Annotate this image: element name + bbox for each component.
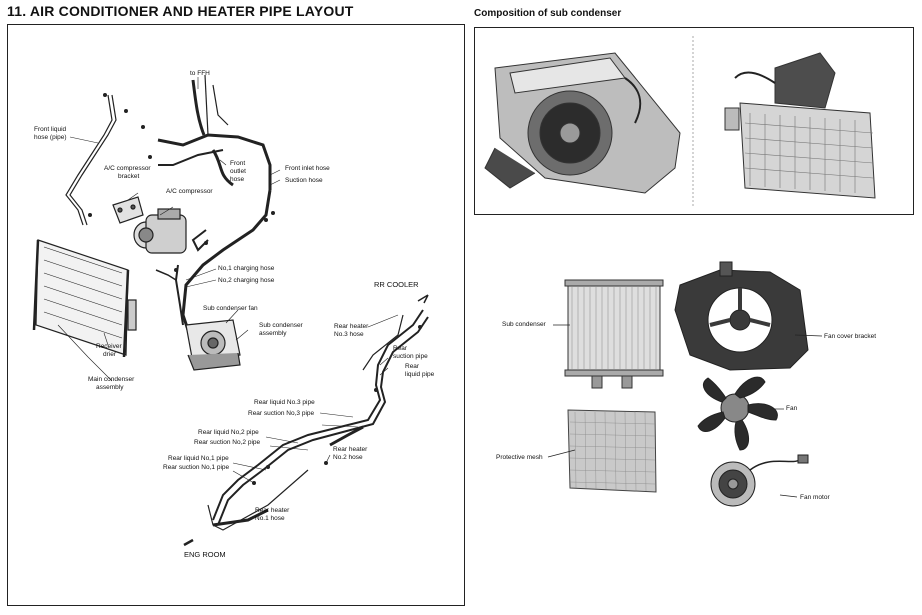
label-rear-suction-pipe-1: Rear [393,345,408,352]
sub-condenser-photos [484,36,876,208]
label-rear-heater-no2-hose-2: No.2 hose [333,454,363,461]
pipe-layout-drawing [32,74,429,547]
label-sub-condenser-assembly-1: Sub condenser [259,322,303,329]
label-rear-heater-no1-hose-1: Rear heater [255,507,290,514]
label-rear-suction-pipe-2: suction pipe [393,353,428,360]
label-rr-cooler: RR COOLER [374,280,419,289]
label-front-outlet-hose-3: hose [230,176,245,183]
ac-compressor-drawing [133,208,187,254]
label-rear-heater-no1-hose-2: No.1 hose [255,515,285,522]
label-receiver-drier-2: drier [103,351,117,358]
label-rear-suction-no1-pipe: Rear suction No,1 pipe [163,464,230,471]
label-no2-charging-hose: No,2 charging hose [218,277,275,284]
rr-cooler-arrow [417,294,429,304]
label-front-inlet-hose: Front inlet hose [285,165,330,172]
label-sub-condenser-fan: Sub condenser fan [203,305,258,312]
label-front-liquid-hose-2: hose (pipe) [34,134,67,141]
label-suction-hose: Suction hose [285,177,323,184]
label-rear-heater-no3-hose-2: No.3 hose [334,331,364,338]
front-outlet-hose-line [157,133,272,190]
sub-condenser-photo [564,279,664,389]
label-fan-motor: Fan motor [800,494,830,501]
label-front-outlet-hose-2: outlet [230,168,246,175]
label-rear-heater-no2-hose-1: Rear heater [333,446,368,453]
sub-condenser-assembly-drawing [185,319,241,371]
label-ac-compressor-bracket-2: bracket [118,173,140,180]
label-ac-compressor-bracket-1: A/C compressor [104,165,151,172]
eng-room-arrow [183,538,194,547]
label-eng-room: ENG ROOM [184,550,226,559]
label-no1-charging-hose: No,1 charging hose [218,265,275,272]
section-subtitle: Composition of sub condenser [474,8,622,19]
label-rear-liquid-no3-pipe: Rear liquid No.3 pipe [254,399,315,406]
label-rear-heater-no3-hose-1: Rear heater [334,323,369,330]
label-rear-suction-no3-pipe: Rear suction No,3 pipe [248,410,315,417]
label-rear-suction-no2-pipe: Rear suction No,2 pipe [194,439,261,446]
pipe-layout-diagram: to FFH Front liquid hose (pipe) A/C comp… [7,24,465,606]
label-fan-cover-bracket: Fan cover bracket [824,333,877,340]
compressor-bracket-drawing [112,196,144,224]
label-rear-liquid-no1-pipe: Rear liquid No,1 pipe [168,455,229,462]
label-rear-liquid-pipe-1: Rear [405,363,420,370]
sub-condenser-photo-panel [474,27,914,215]
main-condenser-drawing [32,239,130,358]
photo-fan-side [484,52,681,194]
label-fan: Fan [786,405,798,412]
fan-photo [697,376,778,451]
label-protective-mesh: Protective mesh [496,454,543,461]
label-to-ffh: to FFH [190,70,210,77]
label-front-liquid-hose-1: Front liquid [34,126,67,133]
label-main-condenser-assembly-1: Main condenser [88,376,135,383]
receiver-drier-drawing [127,299,137,331]
rear-pipe-run [212,309,424,521]
front-liquid-hose-line [65,94,113,226]
protective-mesh-photo [567,409,657,493]
label-rear-liquid-no2-pipe: Rear liquid No,2 pipe [198,429,259,436]
fan-motor-photo [710,454,809,507]
ffh-pipe [191,79,206,136]
label-receiver-drier-1: Receiver [96,343,122,350]
page-title: 11. AIR CONDITIONER AND HEATER PIPE LAYO… [7,3,354,19]
label-sub-condenser-assembly-2: assembly [259,330,287,337]
fan-cover-bracket-photo [674,261,809,371]
label-sub-condenser: Sub condenser [502,321,546,328]
suction-hose-line [181,189,272,331]
label-main-condenser-assembly-2: assembly [96,384,124,391]
label-front-outlet-hose-1: Front [230,160,246,167]
label-ac-compressor: A/C compressor [166,188,213,195]
photo-mesh-side [724,52,876,199]
label-rear-liquid-pipe-2: liquid pipe [405,371,435,378]
